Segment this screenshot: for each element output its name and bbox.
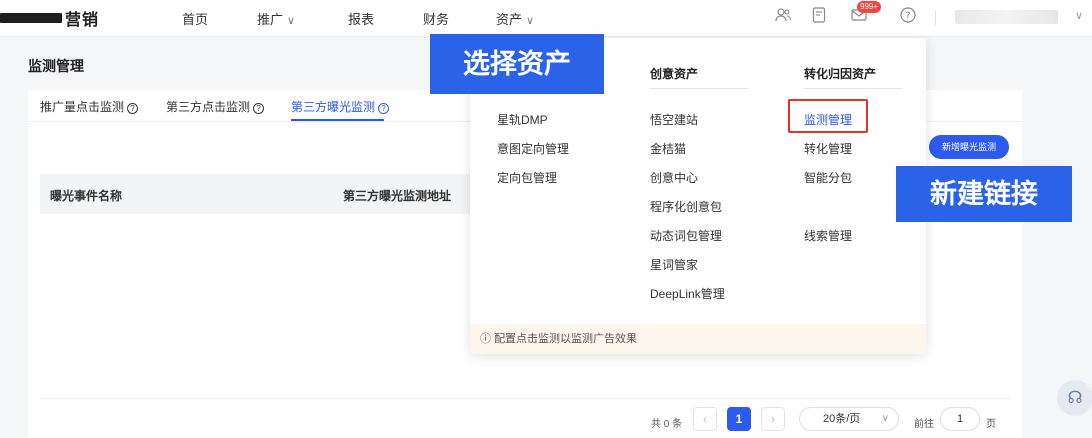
assistant-icon[interactable]: ☊ <box>1057 380 1092 416</box>
goto-label: 前往 <box>914 419 934 430</box>
top-nav: 营销 首页 推广∨ 报表 财务 资产∨ 999+ ? ∨ <box>0 0 1092 37</box>
menu-item-wukong-site[interactable]: 悟空建站 <box>650 113 699 127</box>
menu-item-targeting-package[interactable]: 定向包管理 <box>497 171 558 185</box>
brand-mark <box>0 13 62 23</box>
column-header-event-name: 曝光事件名称 <box>50 189 123 203</box>
chevron-down-icon[interactable]: ∨ <box>1075 10 1084 22</box>
help-icon: ? <box>378 103 390 114</box>
brand-logo[interactable]: 营销 <box>0 7 99 29</box>
nav-finance[interactable]: 财务 <box>423 12 450 27</box>
table-bottom-border <box>40 398 1010 399</box>
divider <box>650 88 748 89</box>
tab-click-monitor[interactable]: 推广量点击监测? <box>40 98 139 115</box>
next-page-button[interactable]: › <box>761 407 785 431</box>
current-page-button[interactable]: 1 <box>727 407 751 431</box>
prev-page-button[interactable]: ‹ <box>693 407 717 431</box>
column-header-monitor-url: 第三方曝光监测地址 <box>343 189 452 203</box>
help-icon: ? <box>127 103 139 114</box>
page-suffix: 页 <box>986 419 996 430</box>
menu-item-intent-targeting[interactable]: 意图定向管理 <box>497 142 570 156</box>
help-icon[interactable]: ? <box>898 6 918 28</box>
annotation-select-asset: 选择资产 <box>430 34 604 94</box>
user-account[interactable] <box>955 10 1058 24</box>
nav-assets[interactable]: 资产∨ <box>496 12 535 27</box>
nav-divider <box>935 10 936 26</box>
nav-reports[interactable]: 报表 <box>348 12 375 27</box>
users-icon[interactable] <box>773 6 793 28</box>
dropdown-footer: ⓘ 配置点击监测以监测广告效果 <box>470 324 926 354</box>
highlight-box <box>788 99 868 133</box>
goto-page-input[interactable]: 1 <box>940 407 980 431</box>
menu-item-word-manager[interactable]: 星词管家 <box>650 258 699 272</box>
nav-promotion[interactable]: 推广∨ <box>257 12 296 27</box>
divider <box>804 88 902 89</box>
menu-item-jinjumao[interactable]: 金桔猫 <box>650 142 687 156</box>
annotation-new-link: 新建链接 <box>896 166 1072 222</box>
new-exposure-monitor-button[interactable]: 新增曝光监测 <box>929 135 1009 159</box>
menu-item-smart-subpackage[interactable]: 智能分包 <box>804 171 853 185</box>
pagination-total: 共 0 条 <box>651 419 683 430</box>
chevron-down-icon: ∨ <box>287 15 296 27</box>
help-icon: ? <box>253 103 265 114</box>
column-title-conversion-assets: 转化归因资产 <box>804 67 877 81</box>
menu-item-creative-center[interactable]: 创意中心 <box>650 171 699 185</box>
chevron-down-icon: ∨ <box>526 15 535 27</box>
page-size-select[interactable]: 20条/页 ∨ <box>799 407 899 431</box>
nav-home[interactable]: 首页 <box>182 12 209 27</box>
column-title-creative-assets: 创意资产 <box>650 67 699 81</box>
svg-text:?: ? <box>905 11 910 22</box>
page-title: 监测管理 <box>28 58 84 74</box>
document-icon[interactable] <box>809 6 829 28</box>
menu-item-dynamic-words[interactable]: 动态词包管理 <box>650 229 723 243</box>
menu-item-conversion-management[interactable]: 转化管理 <box>804 142 853 156</box>
menu-item-programmatic-creative[interactable]: 程序化创意包 <box>650 200 723 214</box>
brand-name: 营销 <box>65 12 100 29</box>
footer-tip: 配置点击监测以监测广告效果 <box>494 333 638 345</box>
chevron-down-icon: ∨ <box>881 413 889 424</box>
notification-badge: 999+ <box>857 1 882 13</box>
menu-item-lead-management[interactable]: 线索管理 <box>804 229 853 243</box>
tab-third-party-exposure[interactable]: 第三方曝光监测? <box>291 98 390 115</box>
menu-item-monitor-management[interactable]: 监测管理 <box>804 113 853 127</box>
active-tab-indicator <box>291 119 384 121</box>
tab-third-party-click[interactable]: 第三方点击监测? <box>166 98 265 115</box>
menu-item-deeplink[interactable]: DeepLink管理 <box>650 287 725 301</box>
menu-item-xinggui-dmp[interactable]: 星轨DMP <box>497 113 548 127</box>
info-icon: ⓘ <box>480 333 491 345</box>
